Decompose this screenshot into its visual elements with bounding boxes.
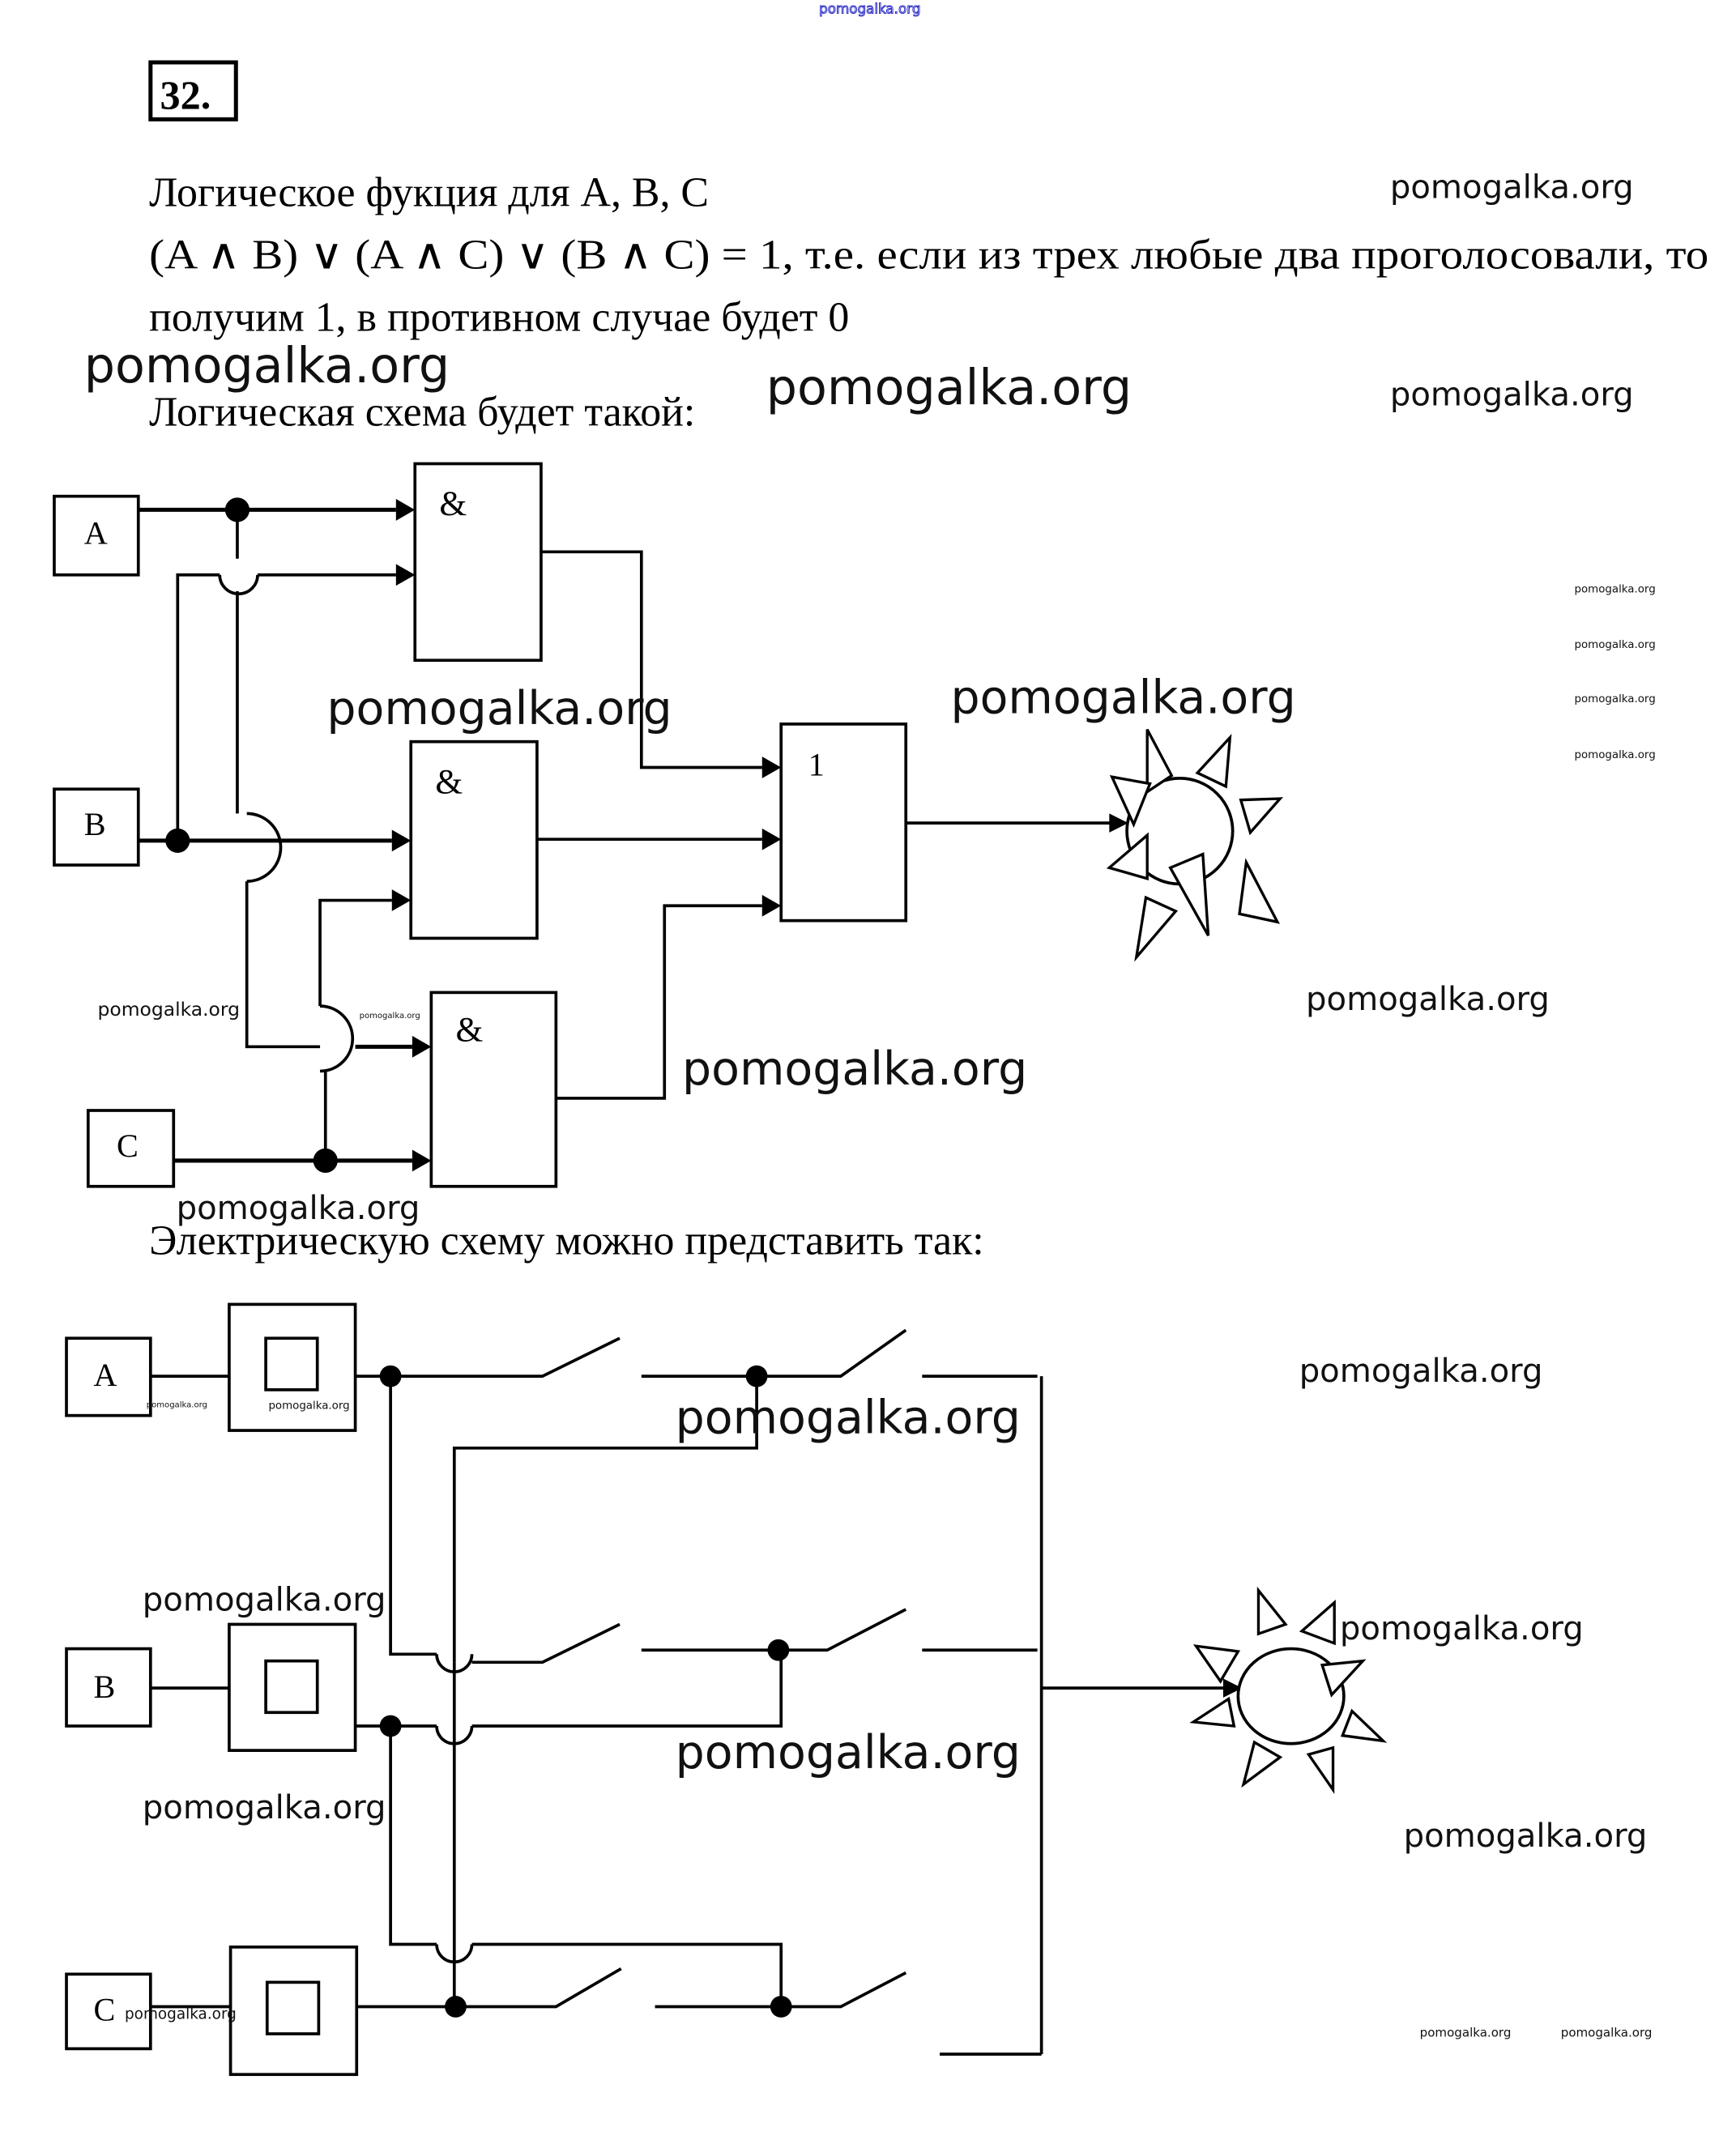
arrow-bus-lamp xyxy=(1222,1678,1243,1698)
watermark[interactable]: pomogalka.org xyxy=(326,682,672,735)
electric-diagram: A B C xyxy=(65,1302,1388,2077)
lamp-icon xyxy=(1106,728,1284,962)
watermark[interactable]: pomogalka.org xyxy=(1340,1610,1584,1647)
elec-input-c-box xyxy=(65,1972,152,2051)
watermark[interactable]: pomogalka.org xyxy=(143,1582,386,1619)
text-line-3: получим 1, в противном случае будет 0 xyxy=(149,294,849,340)
arrow-or-lamp xyxy=(1109,813,1128,833)
watermark[interactable]: pomogalka.org xyxy=(1420,2025,1512,2039)
watermark[interactable]: pomogalka.org xyxy=(1299,1353,1543,1390)
junction-elec-c2 xyxy=(770,1996,792,2018)
wire-gate3-or xyxy=(556,904,762,1100)
watermark[interactable]: pomogalka.org xyxy=(84,338,450,394)
problem-number: 32. xyxy=(160,72,211,117)
elec-input-b-label: B xyxy=(94,1669,116,1705)
or-gate xyxy=(779,722,908,923)
row-a-switches xyxy=(355,1328,1038,1378)
junction-c xyxy=(313,1148,338,1174)
wire-hop-3 xyxy=(320,1004,355,1073)
watermark[interactable]: pomogalka.org xyxy=(950,671,1295,725)
watermark[interactable]: pomogalka.org xyxy=(125,2006,237,2023)
or-gate-symbol: 1 xyxy=(808,747,825,783)
arrow-c-gate3 xyxy=(412,1149,432,1172)
wire-gate1-or xyxy=(540,550,762,769)
watermark[interactable]: pomogalka.org xyxy=(177,1190,420,1227)
relay-a xyxy=(228,1302,357,1432)
arrow-gate3-or xyxy=(761,894,782,917)
watermark[interactable]: pomogalka.org xyxy=(1390,377,1634,414)
watermark[interactable]: pomogalka.org xyxy=(676,1391,1021,1444)
watermark[interactable]: pomogalka.org xyxy=(1390,168,1634,206)
logic-caption: Логическая схема будет такой: xyxy=(149,390,695,436)
text-line-1: Логическое фукция для A, B, C xyxy=(149,169,709,215)
text-line-2: (A ∧ B) ∨ (A ∧ C) ∨ (B ∧ C) = 1, т.е. ес… xyxy=(149,232,1708,278)
elec-input-a-label: A xyxy=(94,1357,117,1393)
row-c-switches xyxy=(356,1967,1042,2056)
logic-input-b-label: B xyxy=(84,806,106,842)
wires-input-relay xyxy=(150,1374,231,2009)
and-gate-2 xyxy=(409,739,539,940)
watermark[interactable]: pomogalka.org xyxy=(1575,639,1656,651)
watermark[interactable]: pomogalka.org xyxy=(147,1401,207,1410)
arrow-gate1-or xyxy=(761,757,782,778)
wire-a1-down xyxy=(389,1376,437,1656)
watermark[interactable]: pomogalka.org xyxy=(1306,981,1550,1018)
arrow-b-gate1 xyxy=(395,564,416,586)
arrow-c-gate2 xyxy=(391,889,412,911)
watermarks: pomogalka.org pomogalka.org pomogalka.or… xyxy=(84,168,1656,2039)
wire-b-up xyxy=(176,573,396,841)
watermark[interactable]: pomogalka.org xyxy=(676,1726,1021,1779)
logic-input-c-box xyxy=(86,1109,176,1188)
junction-elec-c1 xyxy=(445,1996,467,2018)
watermark[interactable]: pomogalka.org xyxy=(98,998,240,1021)
logic-input-b-box xyxy=(53,787,140,867)
arrow-gate2-or xyxy=(761,828,782,850)
wire-c-up xyxy=(318,898,392,1161)
watermark[interactable]: pomogalka.org xyxy=(360,1012,420,1021)
watermark[interactable]: pomogalka.org xyxy=(1575,584,1656,596)
elec-input-c-label: C xyxy=(94,1991,116,2027)
relay-c-core xyxy=(265,1980,321,2035)
and-gate-1 xyxy=(413,462,543,663)
and-gate-2-symbol: & xyxy=(435,762,463,801)
row-b-switches xyxy=(435,1608,1038,1673)
watermark[interactable]: pomogalka.org xyxy=(1575,693,1656,705)
watermark[interactable]: pomogalka.org xyxy=(1575,749,1656,761)
watermark[interactable]: pomogalka.org xyxy=(766,360,1132,416)
watermark[interactable]: pomogalka.org xyxy=(268,1400,349,1412)
and-gate-3 xyxy=(429,991,558,1188)
watermark[interactable]: pomogalka.org xyxy=(1561,2025,1653,2039)
arrow-b-gate2 xyxy=(391,829,412,852)
logic-diagram: A B C & & & 1 xyxy=(53,462,1284,1188)
top-watermark[interactable]: pomogalka.org xyxy=(819,0,921,17)
wire-hop-2 xyxy=(246,812,283,883)
logic-input-a-box xyxy=(53,494,140,577)
wire-a2-down xyxy=(452,1376,758,1663)
output-bus xyxy=(1039,1376,1223,2055)
logic-input-a-label: A xyxy=(84,514,108,551)
junction-elec-b2 xyxy=(767,1639,790,1661)
wire-a-to-gate3 xyxy=(245,881,321,1049)
watermark[interactable]: pomogalka.org xyxy=(143,1789,386,1826)
watermark[interactable]: pomogalka.org xyxy=(1404,1818,1648,1855)
problem-number-box xyxy=(148,60,238,121)
relay-a-core xyxy=(264,1336,319,1392)
relay-b-core xyxy=(264,1659,319,1715)
and-gate-3-symbol: & xyxy=(455,1011,483,1050)
and-gate-1-symbol: & xyxy=(439,484,467,523)
wire-hop-1 xyxy=(218,574,259,595)
watermark[interactable]: pomogalka.org xyxy=(682,1042,1027,1096)
elec-input-b-box xyxy=(65,1647,152,1728)
arrow-a-gate3 xyxy=(412,1035,432,1058)
electric-caption: Электрическую схему можно представить та… xyxy=(149,1217,984,1264)
elec-input-a-box xyxy=(65,1336,152,1417)
arrow-a-gate1 xyxy=(395,499,416,521)
logic-input-c-label: C xyxy=(117,1127,139,1164)
lamp-icon xyxy=(1189,1586,1388,1795)
